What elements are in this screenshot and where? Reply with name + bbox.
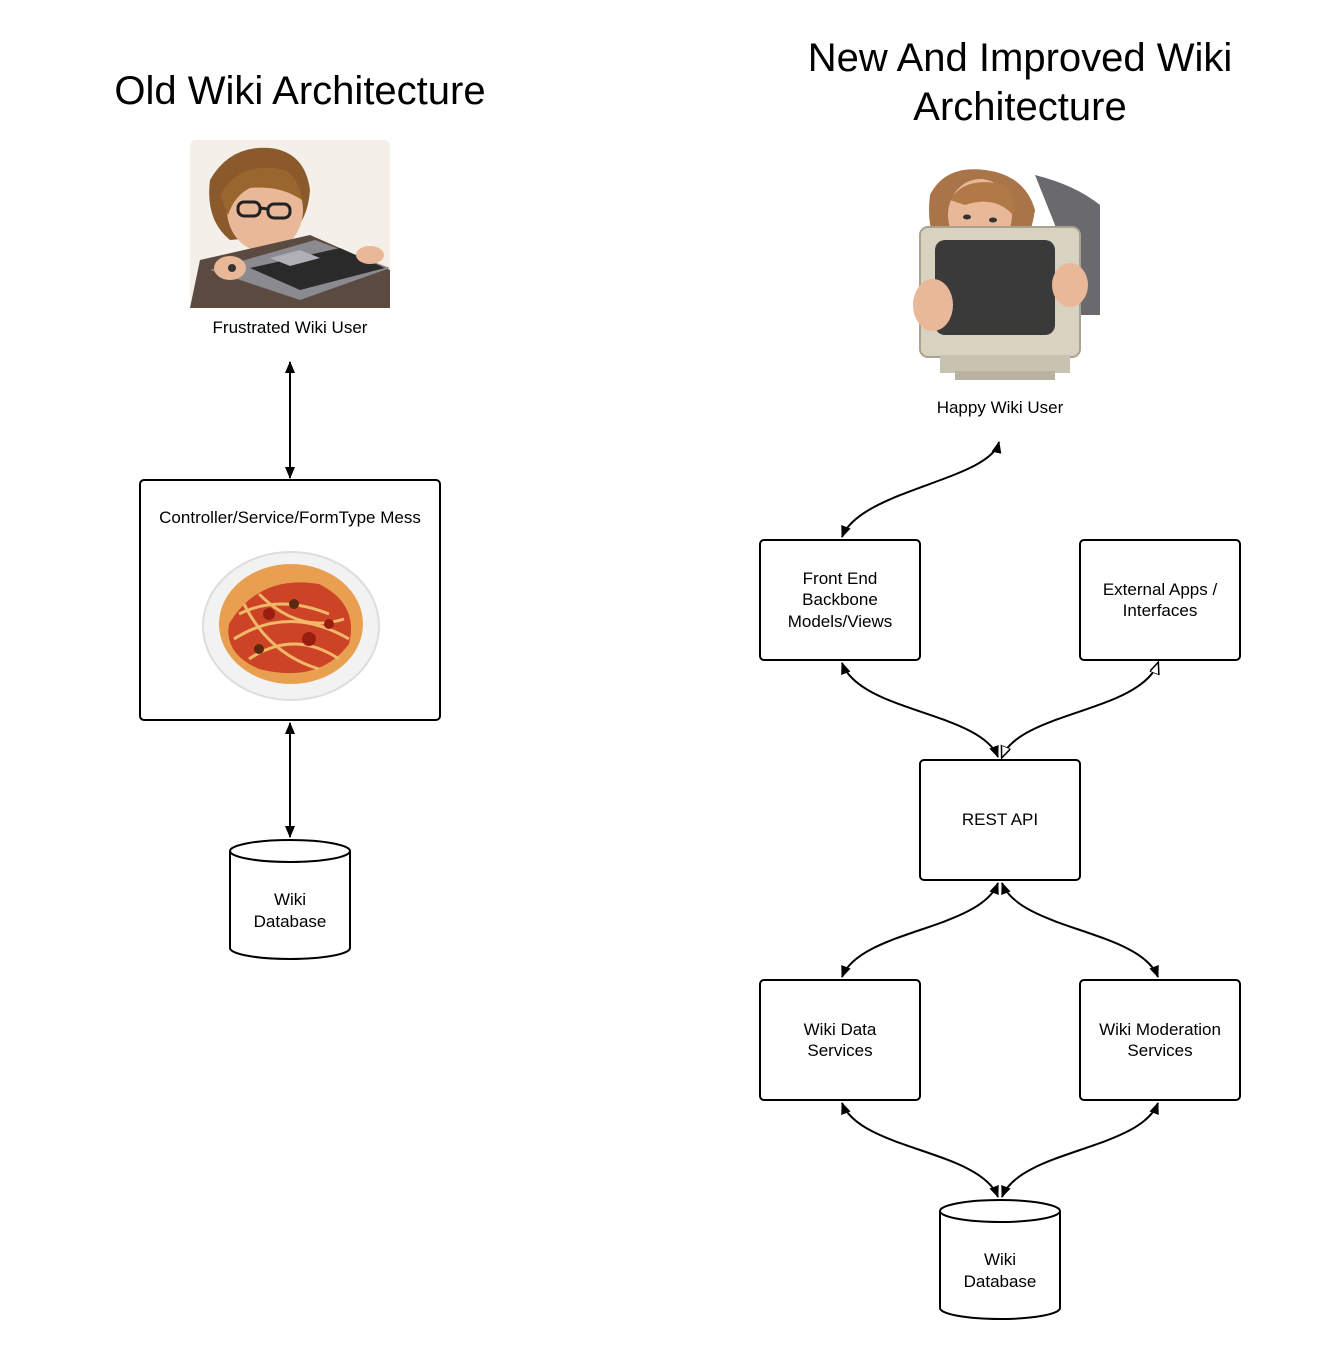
wiki-moderation-services-label: Wiki Moderation Services: [1099, 1019, 1221, 1061]
frustrated-user-icon: [190, 140, 390, 308]
mess-label: Controller/Service/FormType Mess: [159, 508, 421, 527]
front-end-backbone-box: Front End Backbone Models/Views: [759, 539, 921, 661]
new-wiki-database-cylinder: [939, 1199, 1061, 1320]
old-wiki-database-label: Wiki Database: [253, 890, 327, 931]
rest-api-label: REST API: [961, 810, 1039, 830]
rest-api-to-moderation-services-arrow: [1001, 882, 1159, 978]
external-apps-box: External Apps / Interfaces: [1079, 539, 1241, 661]
moderation-services-to-db-arrow: [1001, 1102, 1159, 1198]
wiki-data-services-box: Wiki Data Services: [759, 979, 921, 1101]
happy-user-label: Happy Wiki User: [936, 398, 1064, 417]
frustrated-user-label: Frustrated Wiki User: [212, 318, 368, 337]
rest-api-box: REST API: [919, 759, 1081, 881]
front-end-label: Front End Backbone Models/Views: [787, 568, 893, 631]
wiki-data-services-label: Wiki Data Services: [803, 1019, 877, 1061]
old-architecture-title: Old Wiki Architecture: [114, 69, 486, 113]
old-wiki-database-cylinder: [229, 839, 351, 960]
new-architecture-title: New And Improved Wiki Architecture: [807, 36, 1233, 129]
external-apps-label: External Apps / Interfaces: [1102, 579, 1218, 621]
external-apps-to-rest-api-arrow: [1002, 663, 1158, 757]
happy-user-icon: [913, 169, 1100, 380]
controller-service-formtype-mess-box: Controller/Service/FormType Mess: [139, 479, 441, 721]
new-wiki-database-label: Wiki Database: [963, 1250, 1037, 1291]
happy-user-to-front-end-arrow: [841, 441, 1002, 538]
front-end-to-rest-api-arrow: [841, 662, 999, 758]
wiki-moderation-services-box: Wiki Moderation Services: [1079, 979, 1241, 1101]
data-services-to-db-arrow: [841, 1102, 999, 1198]
rest-api-to-data-services-arrow: [841, 882, 999, 978]
spaghetti-icon: [202, 551, 380, 701]
